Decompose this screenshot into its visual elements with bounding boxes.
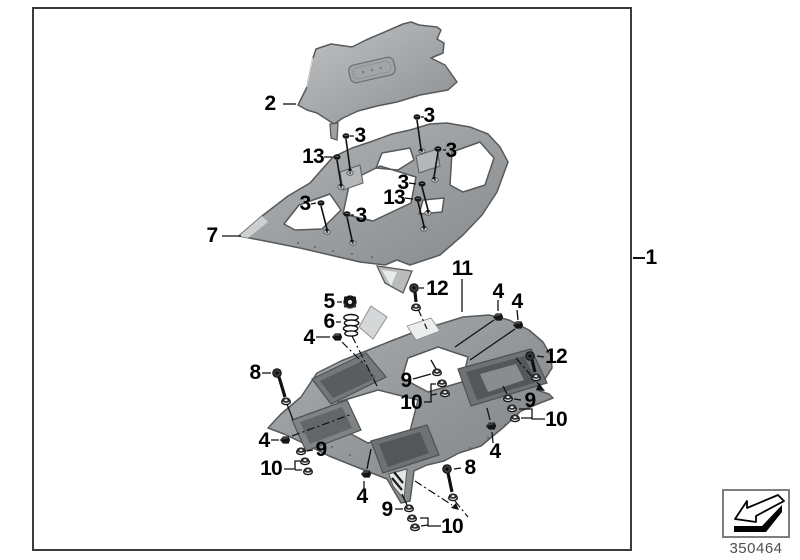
screw-13-icons	[333, 153, 426, 229]
bolt-12-icons	[409, 283, 541, 382]
callout-12[interactable]: 12	[426, 277, 449, 300]
direction-of-travel-arrow-icon	[734, 494, 785, 532]
callout-7[interactable]: 7	[206, 224, 219, 247]
callout-3[interactable]: 3	[397, 171, 410, 194]
callout-2[interactable]: 2	[264, 92, 277, 115]
callout-4[interactable]: 4	[511, 290, 524, 313]
cover-emblem	[348, 56, 396, 84]
spring-6-icon	[342, 313, 360, 337]
callout-3[interactable]: 3	[445, 139, 458, 162]
callout-9[interactable]: 9	[381, 498, 394, 521]
callout-3[interactable]: 3	[423, 104, 436, 127]
callout-10[interactable]: 10	[260, 457, 283, 480]
callout-1[interactable]: 1	[645, 246, 658, 269]
callout-4[interactable]: 4	[258, 429, 271, 452]
callout-4[interactable]: 4	[356, 485, 369, 508]
alignment-dash-dot-lines	[291, 308, 542, 518]
callout-12[interactable]: 12	[545, 345, 568, 368]
callout-8[interactable]: 8	[464, 456, 477, 479]
callout-9[interactable]: 9	[315, 438, 328, 461]
callout-4[interactable]: 4	[303, 326, 316, 349]
callout-4[interactable]: 4	[492, 280, 505, 303]
drawing-number: 350464	[729, 540, 783, 557]
callout-11[interactable]: 11	[451, 257, 473, 280]
callout-3[interactable]: 3	[299, 192, 312, 215]
callout-5[interactable]: 5	[323, 290, 336, 313]
callout-9[interactable]: 9	[400, 369, 413, 392]
direction-arrow-box	[722, 489, 790, 538]
callout-3[interactable]: 3	[355, 204, 368, 227]
callout-10[interactable]: 10	[545, 408, 568, 431]
callout-9[interactable]: 9	[524, 389, 537, 412]
callout-4[interactable]: 4	[489, 440, 502, 463]
callout-13[interactable]: 13	[302, 145, 325, 168]
callout-10[interactable]: 10	[441, 515, 464, 538]
part-11-carrier	[267, 305, 554, 504]
grommet-5-icon	[343, 295, 357, 309]
arrowhead-8	[451, 503, 459, 510]
callout-6[interactable]: 6	[323, 310, 336, 333]
callout-10[interactable]: 10	[400, 391, 423, 414]
callout-8[interactable]: 8	[249, 361, 262, 384]
leader-lines	[222, 103, 645, 527]
callout-13[interactable]: 13	[383, 186, 406, 209]
diagram-frame	[32, 7, 632, 551]
arrowhead-12	[536, 383, 545, 391]
bolt-8-icons	[272, 368, 458, 502]
callout-3[interactable]: 3	[354, 124, 367, 147]
rack-rivet-dots	[297, 242, 373, 258]
part-2-cover	[297, 21, 458, 141]
screw-3-icons	[317, 113, 442, 243]
